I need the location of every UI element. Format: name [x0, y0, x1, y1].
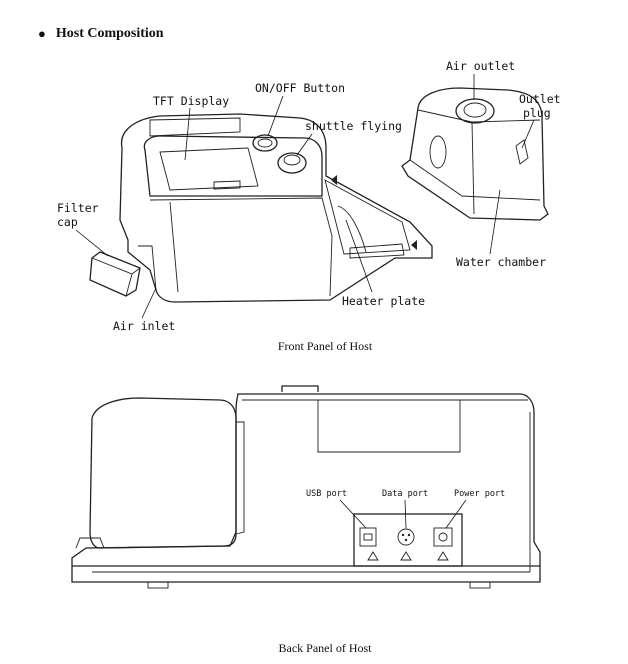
data-port-label: Data port	[382, 489, 428, 499]
data-port-icon	[397, 528, 415, 546]
back-panel-diagram: USB port Data port Power port	[71, 385, 541, 589]
section-title: Host Composition	[55, 26, 164, 41]
heater-plate-label: Heater plate	[342, 294, 425, 308]
water-chamber-label: Water chamber	[456, 255, 546, 269]
bullet-icon: ●	[38, 26, 46, 41]
back-housing-illustration	[71, 385, 541, 589]
tft-display-label: TFT Display	[153, 94, 229, 108]
power-port-icon	[433, 527, 453, 547]
power-port-label: Power port	[454, 489, 505, 499]
front-panel-caption: Front Panel of Host	[277, 339, 373, 353]
filter-cap-label-line2: cap	[57, 215, 78, 229]
filter-cap-label-line1: Filter	[57, 201, 99, 215]
shuttle-flying-label: shuttle flying	[305, 119, 402, 133]
front-panel-diagram: TFT Display ON/OFF Button shuttle flying…	[57, 59, 561, 333]
warning-icon	[437, 551, 449, 561]
usb-port-icon	[359, 527, 377, 547]
warning-icon	[367, 551, 379, 561]
air-inlet-label: Air inlet	[113, 319, 175, 333]
water-chamber-illustration	[401, 87, 549, 221]
back-panel-caption: Back Panel of Host	[278, 641, 372, 655]
tft-screen-illustration	[159, 147, 259, 191]
host-body-illustration	[89, 113, 433, 303]
air-outlet-label: Air outlet	[446, 59, 515, 73]
warning-icon	[400, 551, 412, 561]
usb-port-label: USB port	[306, 489, 347, 499]
on-off-button-label: ON/OFF Button	[255, 81, 345, 95]
outlet-plug-label-line1: Outlet	[519, 92, 561, 106]
outlet-plug-label-line2: plug	[523, 106, 551, 120]
section-heading: ● Host Composition	[38, 26, 164, 42]
